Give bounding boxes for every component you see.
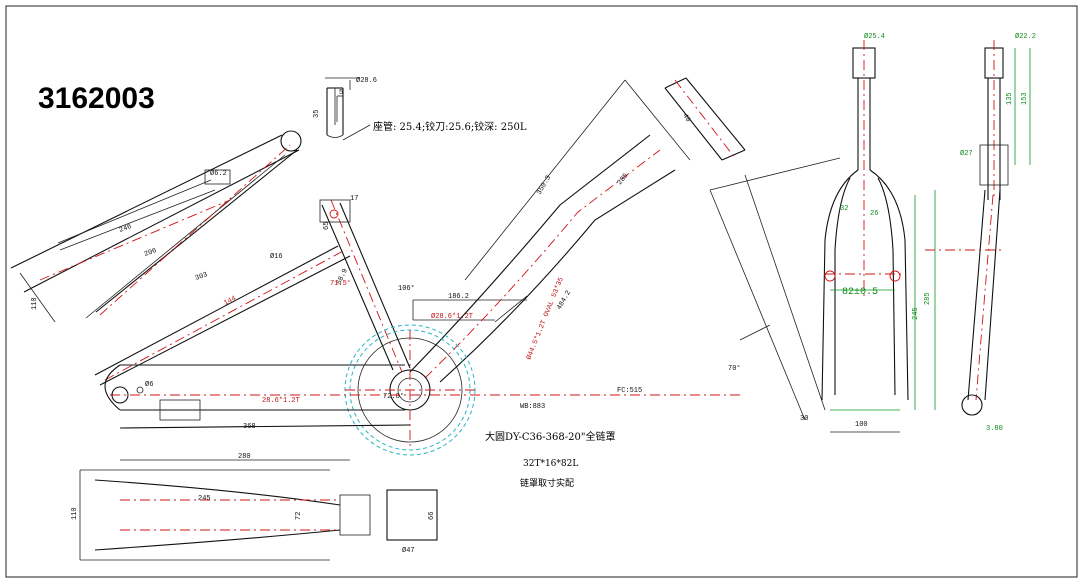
side-steerer-dia: Ø22.2 (1015, 32, 1036, 41)
head-tube: 40 (664, 77, 746, 161)
top-tube-angle: 106° (398, 284, 415, 293)
head-tube-label: 40 (680, 113, 691, 124)
fork-spacing: 82±0.5 (842, 287, 878, 298)
front-center: FC:515 (617, 387, 642, 395)
seat-tube-detail: Ø28.6 35 5 座管: 25.4;铰刀:25.6;铰深: 250L (313, 76, 527, 141)
stay-length-303: 303 (194, 271, 209, 283)
seat-tube-slot: 5 (339, 89, 343, 97)
top-tube-dim: 186.2 Ø28.6*1.2T 106° (398, 284, 528, 323)
stay-label: 144 (223, 295, 238, 308)
side-135: 135 (1006, 92, 1014, 105)
seat-angle: 71.5° (330, 279, 351, 288)
fork-front-view: Ø25.4 82±0.5 100 245 285 32 26 (821, 32, 936, 433)
seat-dim-65: 65 (323, 222, 331, 230)
dropout-245: 245 (198, 495, 211, 503)
rear-stay-detail: Ø6.2 246 206 303 110 (10, 130, 302, 323)
stay-width-110: 110 (31, 297, 39, 310)
axle-hole: Ø6 (145, 380, 153, 389)
down-tube-spec: Ø44.5*1.2T OVAL 53*35 (524, 276, 565, 361)
chainring-spec: 32T*16*82L (523, 459, 578, 469)
bb-label: 72.8° (383, 392, 404, 401)
chainstay-368: 368 (243, 423, 256, 431)
seat-stays: Ø16 144 (94, 245, 351, 386)
dropout-66: 66 (428, 512, 436, 520)
sheet-border (5, 5, 1078, 578)
dropout-72: 72 (295, 512, 303, 520)
stay-length-206: 206 (143, 247, 158, 259)
chainstays: Ø6 28.6*1.2T WB:883 FC:515 368 (104, 364, 740, 431)
fork-245: 245 (912, 307, 920, 320)
dropout-280: 280 (238, 453, 251, 461)
seat-tube-depth: 35 (313, 110, 321, 118)
fork-32: 32 (840, 205, 848, 213)
chainstay-spec: 28.6*1.2T (262, 397, 300, 405)
stay-length-246: 246 (118, 223, 133, 235)
fork-angle: 70° (728, 364, 741, 373)
wheelbase: WB:883 (520, 403, 545, 411)
dropout-110: 110 (71, 507, 79, 520)
seat-clamp-17: 17 (350, 195, 358, 203)
side-153: 153 (1021, 92, 1029, 105)
steerer-dia: Ø25.4 (864, 32, 885, 41)
fork-side-view: Ø22.2 135 153 Ø27 3.80 (925, 32, 1036, 433)
chainring: 72.8° (344, 324, 476, 456)
top-tube-spec: Ø28.6*1.2T (431, 312, 473, 321)
side-dropout: 3.80 (986, 425, 1003, 433)
dropout-detail: 280 245 110 72 66 Ø47 (71, 453, 438, 561)
fork-wedge: 70° 30 (709, 157, 841, 423)
part-number: 3162003 (38, 82, 155, 115)
stay-tube-dia: Ø16 (270, 252, 283, 261)
seat-tube: 17 65 58.9 71.5° (319, 195, 411, 373)
chainguard-title: 大圆DY-C36-368-20"全链罩 (485, 430, 615, 443)
stay-hole: Ø6.2 (210, 169, 227, 178)
side-27: Ø27 (960, 149, 973, 158)
fork-26: 26 (870, 210, 878, 218)
dropout-47: Ø47 (402, 546, 415, 555)
fork-width: 100 (855, 421, 868, 429)
fork-30: 30 (800, 415, 808, 423)
seat-tube-note: 座管: 25.4;铰刀:25.6;铰深: 250L (373, 120, 527, 133)
fork-285: 285 (924, 292, 932, 305)
chainguard-note: 链罩取寸实配 (520, 477, 574, 489)
top-tube-length: 186.2 (448, 293, 469, 301)
down-tube-350: 350.3 (536, 174, 553, 196)
seat-tube-diameter: Ø28.6 (356, 76, 377, 85)
